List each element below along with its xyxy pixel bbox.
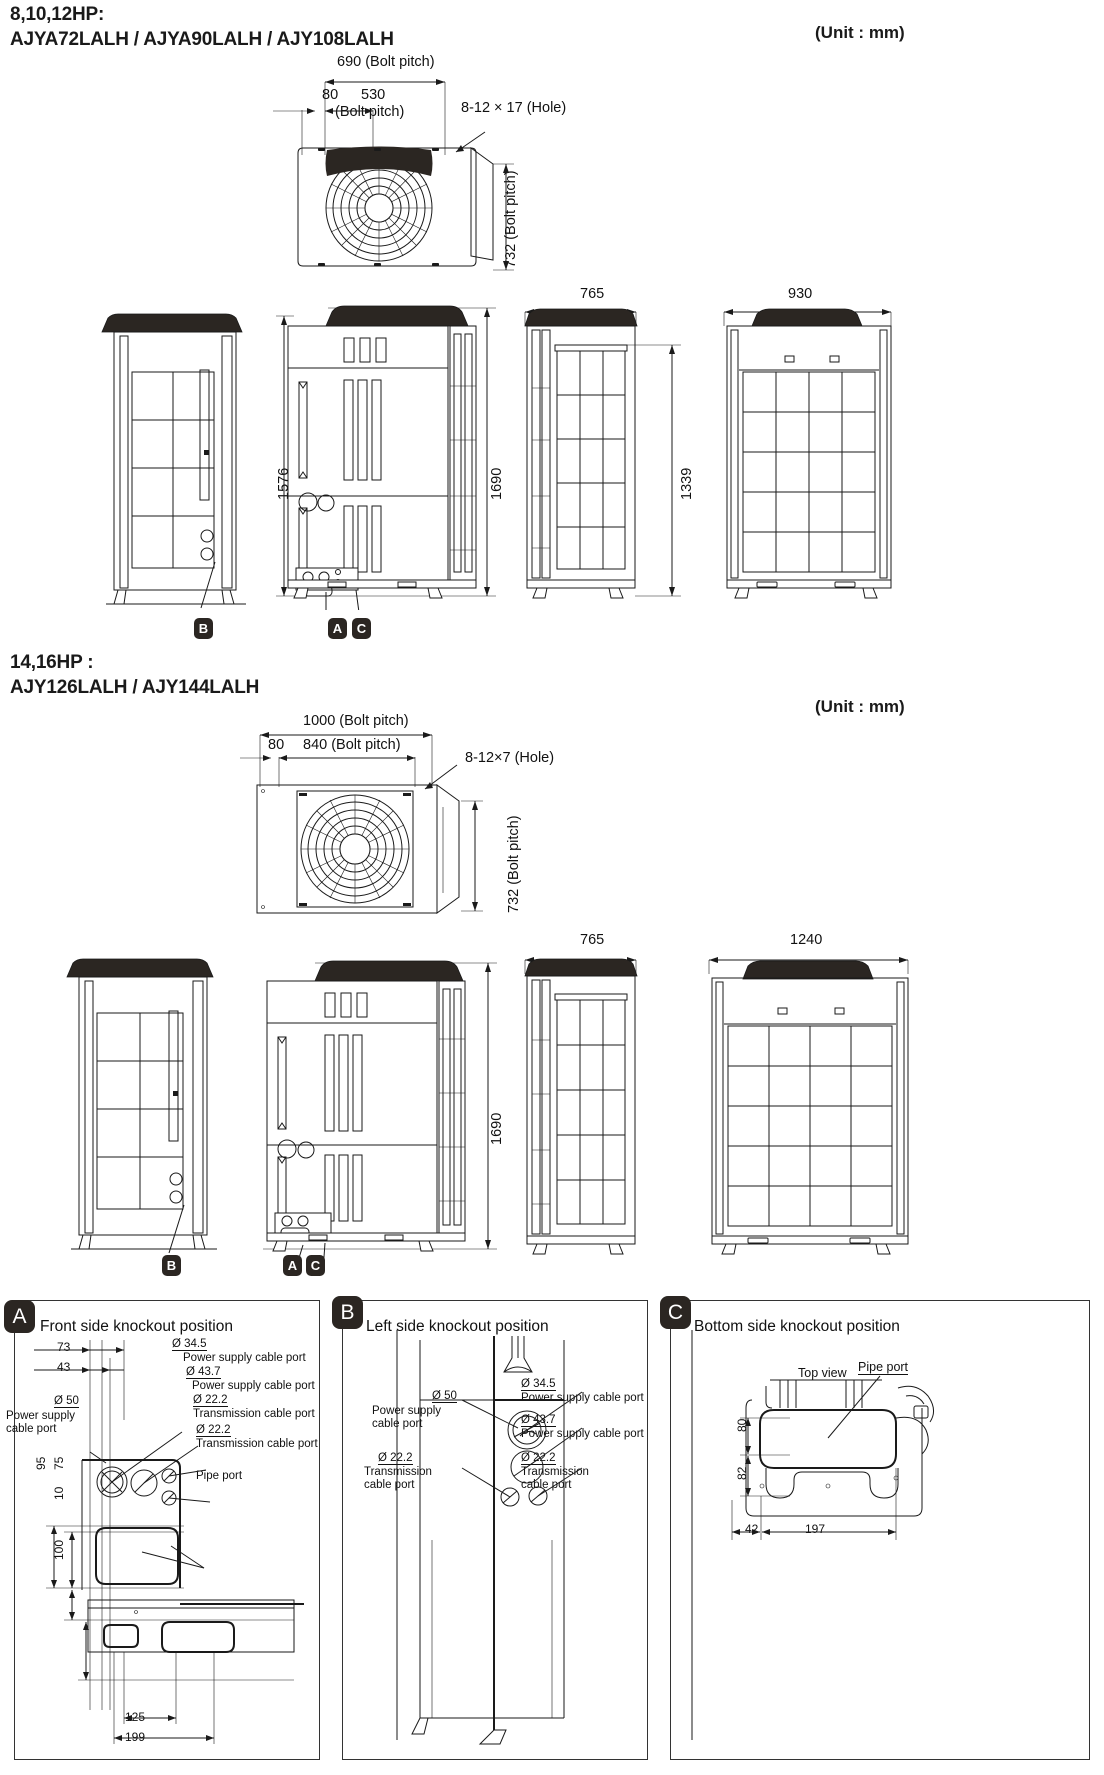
callout-size-b-3: Ø 43.7: [521, 1414, 556, 1427]
panel-badge-b: B: [332, 1296, 363, 1329]
callout-label-a-2: Power supply cable port: [183, 1352, 306, 1364]
callout-label-b-4: Transmission cable port: [364, 1466, 432, 1491]
side-elevation-s1: [524, 308, 681, 599]
hole-callout-s2: 8-12×7 (Hole): [465, 750, 555, 766]
left-side-elevation-s1: [101, 313, 246, 609]
dim-top-width-total-s2: 1000 (Bolt pitch): [303, 713, 409, 729]
callout-label-a-6: Pipe port: [196, 1470, 243, 1482]
panel-title-c: Bottom side knockout position: [694, 1318, 900, 1335]
panel-a-drawing: [34, 1340, 304, 1744]
dim-top-left-offset-s2: 80: [268, 737, 285, 753]
marker-badge-b-s2: B: [162, 1255, 181, 1276]
dim-top-left-offset-s1: 80: [322, 87, 339, 103]
callout-size-a-1: Ø 50: [54, 1395, 79, 1408]
callout-size-b-1: Ø 50: [432, 1390, 457, 1403]
callout-size-b-5: Ø 22.2: [521, 1452, 556, 1465]
rear-elevation-s1: [723, 308, 892, 599]
front-elevation-s1: [276, 305, 496, 610]
rear-elevation-s2: [708, 957, 909, 1255]
callout-size-a-4: Ø 22.2: [193, 1394, 228, 1407]
callout-label-c-1: Pipe port: [858, 1360, 909, 1375]
marker-badge-a-s1: A: [328, 618, 347, 639]
left-side-elevation-s2: [66, 958, 217, 1254]
hole-callout-s1: 8-12 × 17 (Hole): [461, 100, 567, 116]
panel-badge-c: C: [660, 1296, 691, 1329]
callout-size-b-4: Ø 22.2: [378, 1452, 413, 1465]
knockout-panel-a: [14, 1300, 320, 1760]
dim-199-a: 199: [125, 1730, 146, 1744]
front-elevation-s2: [263, 960, 497, 1260]
callout-label-b-5: Transmission cable port: [521, 1466, 589, 1491]
callout-label-b-1: Power supply cable port: [372, 1405, 442, 1430]
unit-label-section-2: (Unit : mm): [815, 697, 905, 716]
panel-c-drawing: [691, 1330, 934, 1740]
dim-rear-width-s1: 930: [788, 286, 813, 302]
panel-title-a: Front side knockout position: [40, 1318, 233, 1335]
panel-b-drawing: [396, 1330, 583, 1745]
view-label-top-view-c: Top view: [798, 1366, 847, 1380]
callout-label-a-1: Power supply cable port: [6, 1410, 76, 1435]
callout-size-a-3: Ø 43.7: [186, 1366, 221, 1379]
callout-label-a-3: Power supply cable port: [192, 1380, 315, 1392]
dim-top-width-total-s1: 690 (Bolt pitch): [337, 54, 435, 70]
top-view-drawing-s1: [273, 79, 514, 271]
dim-125-a: 125: [125, 1710, 146, 1724]
dim-side-width-s2: 765: [580, 932, 605, 948]
section-title-8-10-12hp: 8,10,12HP: AJYA72LALH / AJYA90LALH / AJY…: [10, 4, 394, 50]
callout-label-a-4: Transmission cable port: [193, 1408, 315, 1420]
callout-label-b-3: Power supply cable port: [521, 1428, 644, 1440]
dim-side-width-s1: 765: [580, 286, 605, 302]
callout-label-a-5: Transmission cable port: [196, 1438, 318, 1450]
marker-badge-c-s2: C: [306, 1255, 325, 1276]
dim-rear-width-s2: 1240: [790, 932, 823, 948]
callout-size-a-5: Ø 22.2: [196, 1424, 231, 1437]
panel-badge-a: A: [4, 1300, 35, 1333]
section-title-14-16hp: 14,16HP : AJY126LALH / AJY144LALH: [10, 652, 260, 698]
dim-top-bolt-pitch-s2: 840 (Bolt pitch): [303, 737, 401, 753]
top-view-drawing-s2: [240, 732, 483, 914]
unit-label-section-1: (Unit : mm): [815, 23, 905, 42]
panel-title-b: Left side knockout position: [366, 1318, 549, 1335]
callout-size-b-2: Ø 34.5: [521, 1378, 556, 1391]
marker-badge-b-s1: B: [194, 618, 213, 639]
callout-size-a-2: Ø 34.5: [172, 1338, 207, 1351]
dim-top-bolt-pitch-s1: 530: [361, 87, 386, 103]
side-elevation-s2: [524, 957, 638, 1255]
marker-badge-a-s2: A: [283, 1255, 302, 1276]
marker-badge-c-s1: C: [352, 618, 371, 639]
